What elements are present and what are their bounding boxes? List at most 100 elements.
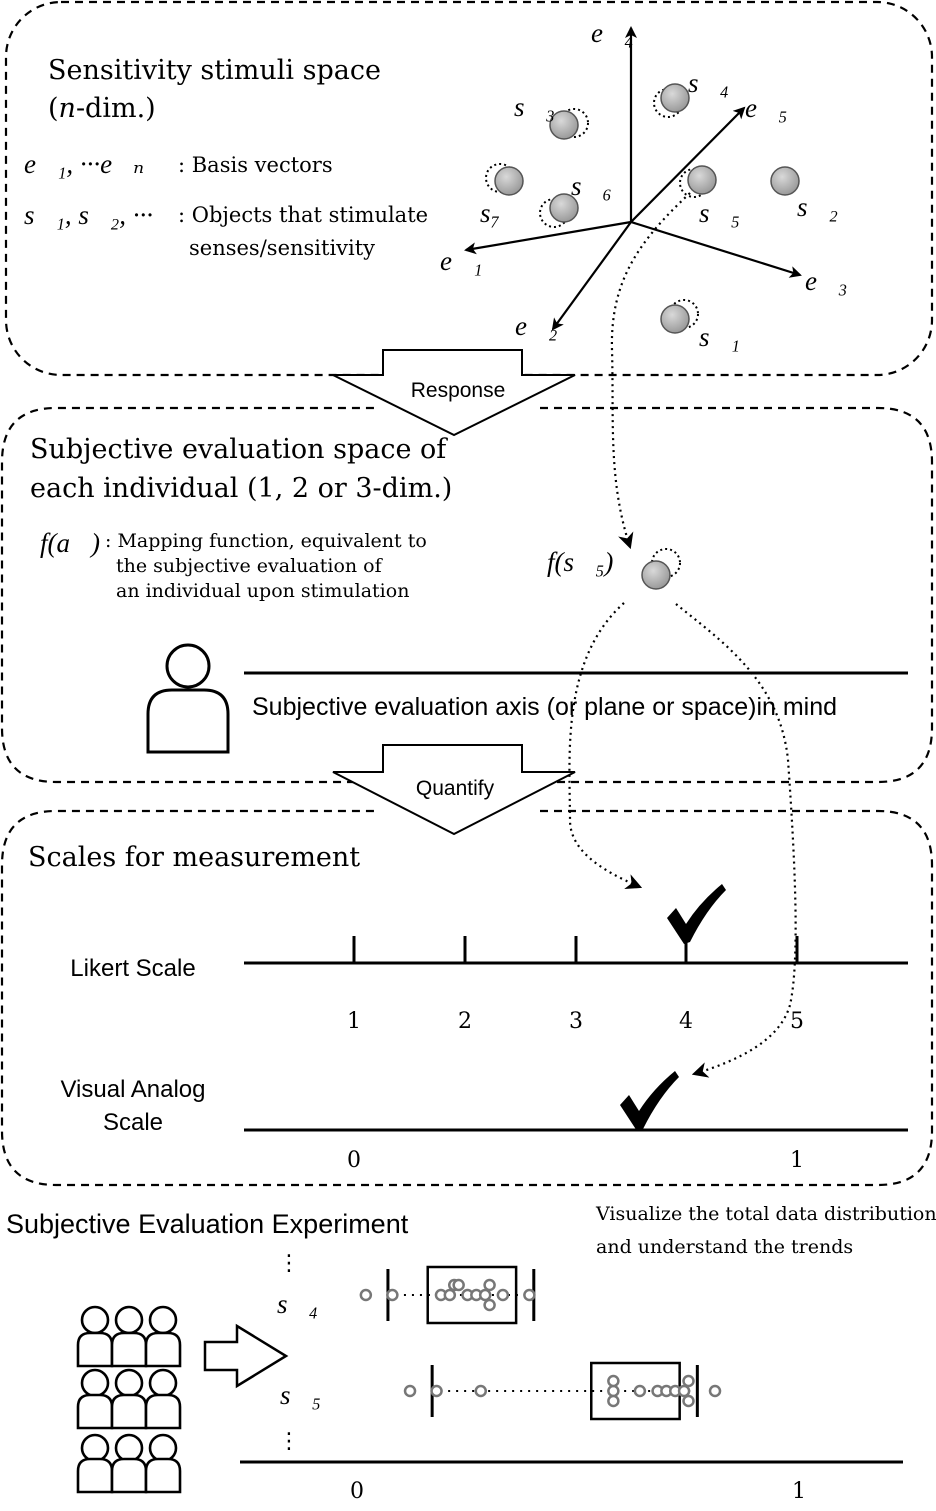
axis-label-e5: e⃗₅: [745, 93, 787, 123]
series-1-point: [359, 1288, 373, 1302]
likert-label: Likert Scale: [70, 955, 195, 982]
section-evaluation-space: Subjective evaluation space of each indi…: [0, 406, 934, 784]
person-icon: [110, 1368, 148, 1430]
section-scales-frame: [0, 809, 934, 1187]
evaluation-title-line2: each individual (1, 2 or 3-dim.): [30, 473, 452, 504]
point-label-s3: s⃗₃: [514, 92, 555, 122]
vas-label-line2: Scale: [103, 1109, 163, 1136]
point-s4: [653, 83, 690, 118]
series-1-point: [478, 1288, 492, 1302]
point-label-s5: s⃗₅: [699, 198, 740, 228]
axis-label-e2: e⃗₂: [515, 311, 557, 341]
stimulus-points: [485, 83, 800, 334]
axis-label-e3: e⃗₃: [805, 266, 847, 296]
axis-label-e4: e⃗₄: [591, 18, 633, 48]
quantify-arrow: Quantify: [332, 744, 576, 836]
quantify-label: Quantify: [416, 777, 495, 800]
basis-symbols: e⃗₁, ···e⃗ₙ: [24, 149, 144, 179]
series-2-point: [708, 1384, 722, 1398]
series-2-point: [430, 1384, 443, 1398]
series-1-point: [443, 1288, 457, 1302]
likert-checkmark-icon: [667, 884, 726, 944]
evaluation-axis-label: Subjective evaluation axis (or plane or …: [252, 693, 837, 721]
mapping-arrow-to-likert: [568, 602, 643, 889]
vas-tick-label-0: 0: [347, 1148, 361, 1173]
point-label-s7: s₇: [480, 198, 500, 228]
response-label: Response: [411, 379, 506, 402]
axis-e5: [630, 106, 746, 223]
stimuli-title-line2: (n-dim.): [48, 93, 156, 124]
person-icon: [110, 1433, 148, 1494]
point-label-s2: s⃗₂: [797, 192, 838, 222]
experiment-axis-tick-1: 1: [792, 1479, 806, 1504]
stimuli-title-line1: Sensitivity stimuli space: [48, 55, 381, 86]
ellipsis-top: ⋮: [278, 1250, 300, 1275]
series-1-point: [523, 1288, 536, 1302]
likert-ticks: [352, 936, 799, 963]
series-label-s4: s⃗₄: [277, 1289, 318, 1319]
axis-e2: [551, 221, 632, 331]
series-1-box: [426, 1265, 518, 1325]
point-label-s6: s⃗₆: [571, 171, 612, 201]
evaluation-title-line1: Subjective evaluation space of: [30, 434, 448, 465]
person-icon: [144, 1368, 182, 1430]
series-1-point: [483, 1298, 496, 1312]
likert-tick-label-4: 4: [679, 1009, 693, 1034]
point-s1: [660, 299, 699, 334]
mapping-desc-line2: the subjective evaluation of: [116, 555, 384, 577]
point-label-s4: s⃗₄: [688, 68, 729, 98]
series-2-point: [474, 1384, 488, 1398]
person-icon: [144, 1305, 182, 1368]
series-2-point: [682, 1374, 695, 1388]
vas-tick-label-1: 1: [790, 1148, 804, 1173]
person-icon: [144, 1433, 182, 1494]
series-2-point: [682, 1394, 695, 1408]
participants-group-icon: [76, 1305, 182, 1494]
objects-description-line2: senses/sensitivity: [189, 236, 375, 260]
section-experiment: Subjective Evaluation Experiment Visuali…: [6, 1203, 936, 1504]
person-icon: [76, 1305, 114, 1368]
series-1-point: [452, 1278, 465, 1292]
person-icon: [76, 1433, 114, 1494]
series-2-point: [607, 1374, 620, 1388]
point-s3: [549, 108, 589, 140]
axis-label-e1: e⃗₁: [440, 246, 482, 276]
vas-label-line1: Visual Analog: [60, 1076, 205, 1103]
series-2-point: [633, 1384, 647, 1398]
likert-tick-label-1: 1: [347, 1009, 361, 1034]
vas-checkmark-icon: [620, 1071, 679, 1131]
series-1-point: [483, 1278, 496, 1292]
likert-tick-label-3: 3: [569, 1009, 583, 1034]
objects-description-line1: : Objects that stimulate: [178, 203, 428, 227]
point-s7: [485, 163, 524, 196]
series-2-point: [607, 1394, 620, 1408]
basis-axes: [464, 26, 802, 331]
objects-symbols: s⃗₁, s⃗₂, ···: [24, 200, 153, 230]
scales-title: Scales for measurement: [28, 842, 360, 873]
experiment-title: Subjective Evaluation Experiment: [6, 1209, 409, 1239]
axis-e1: [464, 220, 632, 255]
point-s6: [539, 193, 579, 228]
mapping-desc-line3: an individual upon stimulation: [116, 580, 409, 602]
experiment-note-line2: and understand the trends: [596, 1236, 853, 1258]
basis-description: : Basis vectors: [178, 153, 333, 177]
person-icon: [110, 1305, 148, 1368]
point-s2: [770, 166, 800, 196]
experiment-note-line1: Visualize the total data distribution: [595, 1203, 936, 1225]
series-label-s5: s⃗₅: [280, 1380, 321, 1410]
mapped-point-label: f(s⃗₅): [547, 547, 613, 577]
series-1-point: [496, 1288, 510, 1302]
point-label-s1: s⃗₁: [699, 322, 740, 352]
mapped-point-s5: [641, 548, 681, 590]
series-2-point: [677, 1384, 691, 1398]
ellipsis-bottom: ⋮: [278, 1428, 300, 1453]
experiment-axis-tick-0: 0: [350, 1479, 364, 1504]
series-2-point: [403, 1384, 417, 1398]
mapping-desc-line1: : Mapping function, equivalent to: [105, 530, 427, 552]
likert-tick-label-2: 2: [458, 1009, 472, 1034]
likert-tick-label-5: 5: [790, 1009, 804, 1034]
mapping-arrows: [568, 192, 797, 1078]
series-1-point: [386, 1288, 399, 1302]
point-s5: [679, 165, 717, 198]
